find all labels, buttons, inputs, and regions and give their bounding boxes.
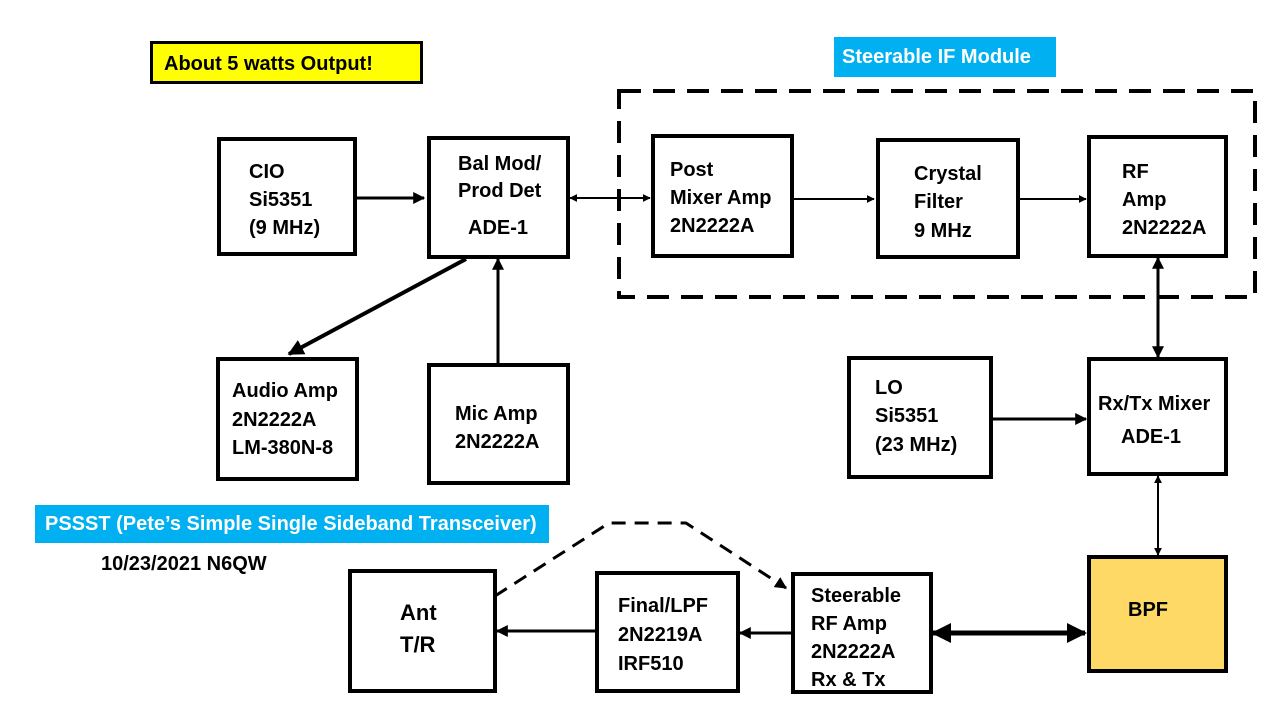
crystal-line-2: Filter [914,191,963,213]
balmod-line-1: Bal Mod/ [458,153,542,175]
audio-line-2: 2N2222A [232,409,317,431]
audio-line-3: LM-380N-8 [232,437,334,459]
mic-line-1: Mic Amp [455,403,538,425]
ant-tr-block: Ant T/R [348,569,497,693]
final-lpf-block: Final/LPF 2N2219A IRF510 [595,571,740,693]
steer-line-3: 2N2222A [811,641,896,663]
cio-line-3: (9 MHz) [249,217,321,239]
lo-line-2: Si5351 [875,405,939,427]
bpf-block: BPF [1087,555,1228,673]
tr-switch-dashed-arrow [494,521,788,598]
lo-oscillator-block: LO Si5351 (23 MHz) [847,356,993,479]
mic-amp-block: Mic Amp 2N2222A [427,363,570,485]
lo-line-1: LO [875,377,903,399]
postmix-line-2: Mixer Amp [670,187,772,209]
mic-line-2: 2N2222A [455,431,540,453]
output-power-text: About 5 watts Output! [164,53,373,75]
rfamp-line-1: RF [1122,161,1149,183]
rfamp-line-3: 2N2222A [1122,217,1207,239]
lo-line-3: (23 MHz) [875,434,958,456]
crystal-line-3: 9 MHz [914,220,972,242]
postmix-line-3: 2N2222A [670,215,755,237]
crystal-filter-block: Crystal Filter 9 MHz [876,138,1020,259]
bal-mod-prod-det-block: Bal Mod/ Prod Det ADE-1 [427,136,570,259]
post-mixer-amp-block: Post Mixer Amp 2N2222A [651,134,794,258]
ant-line-2: T/R [400,632,436,657]
balmod-line-2: Prod Det [458,180,542,202]
ant-line-1: Ant [400,600,437,625]
audio-line-1: Audio Amp [232,380,338,402]
bpf-label: BPF [1128,599,1168,621]
cio-line-2: Si5351 [249,189,313,211]
project-title-text: PSSST (Pete’s Simple Single Sideband Tra… [45,513,537,535]
rf-amp-block: RF Amp 2N2222A [1087,135,1228,258]
steerable-if-module-text: Steerable IF Module [842,46,1031,68]
audio-amp-block: Audio Amp 2N2222A LM-380N-8 [216,357,359,481]
balmod-to-audio-arrow [287,257,467,356]
steer-line-4: Rx & Tx [811,669,886,691]
balmod-line-3: ADE-1 [468,217,529,239]
output-power-banner: About 5 watts Output! [150,41,423,84]
project-title-banner: PSSST (Pete’s Simple Single Sideband Tra… [35,505,549,543]
rx-tx-mixer-block: Rx/Tx Mixer ADE-1 [1087,357,1228,476]
date-callsign-label: 10/23/2021 N6QW [101,553,267,575]
rxtx-line-2: ADE-1 [1121,426,1182,448]
final-line-2: 2N2219A [618,624,703,646]
final-line-3: IRF510 [618,653,684,675]
steer-line-2: RF Amp [811,613,887,635]
rxtx-line-1: Rx/Tx Mixer [1098,393,1211,415]
rfamp-line-2: Amp [1122,189,1167,211]
steerable-if-module-label: Steerable IF Module [834,37,1056,77]
cio-oscillator-block: CIO Si5351 (9 MHz) [217,137,357,256]
final-line-1: Final/LPF [618,595,708,617]
steer-line-1: Steerable [811,585,902,607]
steerable-rf-amp-block: Steerable RF Amp 2N2222A Rx & Tx [791,572,933,694]
cio-line-1: CIO [249,161,285,183]
postmix-line-1: Post [670,159,714,181]
crystal-line-1: Crystal [914,163,982,185]
